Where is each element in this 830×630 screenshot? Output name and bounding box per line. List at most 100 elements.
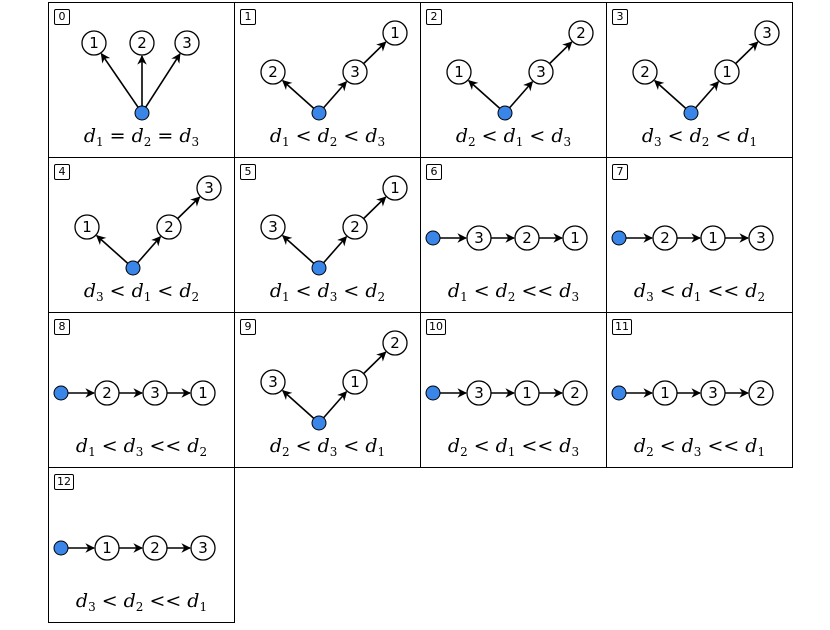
node-1: 1	[342, 369, 368, 395]
caption-operator: <<	[521, 435, 554, 457]
node-label: 2	[268, 63, 278, 81]
caption-operator: <	[343, 125, 360, 147]
panel-index-badge: 0	[54, 9, 70, 25]
caption-variable: d2	[745, 280, 766, 304]
caption-variable: d3	[83, 280, 104, 304]
edge-arrow-p9	[281, 390, 315, 419]
node-label: 3	[756, 229, 766, 247]
caption-operator: <<	[707, 435, 740, 457]
caption-operator: <	[659, 435, 676, 457]
node-label: 1	[198, 384, 208, 402]
node-3: 3	[466, 225, 492, 251]
caption-operator: =	[157, 125, 174, 147]
caption-variable: d2	[187, 435, 208, 459]
caption-variable: d1	[131, 280, 152, 304]
caption-operator: <	[343, 435, 360, 457]
caption-operator: <	[295, 280, 312, 302]
source-node	[425, 385, 441, 401]
node-circle	[700, 380, 726, 406]
node-circle	[342, 369, 368, 395]
node-circle	[190, 535, 216, 561]
node-circle	[260, 369, 286, 395]
caption-variable: d2	[455, 125, 476, 149]
node-label: 1	[102, 539, 112, 557]
panel-caption: d3<d2<d1	[607, 125, 792, 149]
node-label: 1	[722, 63, 732, 81]
node-1: 1	[74, 214, 100, 240]
node-circle	[714, 59, 740, 85]
node-2: 2	[260, 59, 286, 85]
node-2: 2	[748, 380, 774, 406]
caption-variable: d2	[131, 125, 152, 149]
caption-variable: d1	[269, 125, 290, 149]
node-circle	[260, 214, 286, 240]
node-2: 2	[382, 330, 408, 356]
node-3: 3	[342, 59, 368, 85]
node-label: 1	[660, 384, 670, 402]
caption-operator: <	[715, 125, 732, 147]
caption-operator: <	[157, 280, 174, 302]
node-circle	[562, 380, 588, 406]
node-2: 2	[568, 20, 594, 46]
node-circle	[342, 214, 368, 240]
source-node	[53, 385, 69, 401]
edge-arrow-p5	[281, 235, 315, 264]
node-circle	[81, 30, 107, 56]
source-node	[311, 415, 327, 431]
panel-caption: d2<d3<d1	[235, 435, 420, 459]
caption-variable: d3	[551, 125, 572, 149]
source-node	[53, 540, 69, 556]
caption-operator: <<	[521, 280, 554, 302]
caption-operator: <	[473, 280, 490, 302]
source-node	[311, 105, 327, 121]
panel-caption: d3<d1<d2	[49, 280, 234, 304]
edge-arrow-p3	[735, 41, 759, 65]
node-circle	[190, 380, 216, 406]
node-label: 2	[660, 229, 670, 247]
node-circle	[466, 225, 492, 251]
node-label: 3	[474, 229, 484, 247]
node-3: 3	[190, 535, 216, 561]
caption-variable: d3	[681, 435, 702, 459]
node-2: 2	[142, 535, 168, 561]
panel-graph: 1 2 3	[53, 535, 216, 561]
caption-operator: <	[109, 280, 126, 302]
caption-variable: d3	[365, 125, 386, 149]
edge-arrow-p4	[137, 236, 162, 264]
caption-variable: d1	[681, 280, 702, 304]
edge-arrow-p9	[363, 351, 387, 375]
node-label: 2	[640, 63, 650, 81]
node-circle	[94, 380, 120, 406]
node-circle	[196, 175, 222, 201]
caption-variable: d1	[365, 435, 386, 459]
caption-variable: d1	[269, 280, 290, 304]
caption-operator: <	[667, 125, 684, 147]
caption-operator: <	[659, 280, 676, 302]
edge-arrow-p5	[323, 236, 348, 264]
caption-variable: d1	[83, 125, 104, 149]
caption-variable: d2	[633, 435, 654, 459]
node-circle	[382, 20, 408, 46]
node-circle	[129, 30, 155, 56]
node-label: 3	[708, 384, 718, 402]
node-label: 2	[150, 539, 160, 557]
node-2: 2	[94, 380, 120, 406]
caption-variable: d2	[495, 280, 516, 304]
node-label: 3	[204, 179, 214, 197]
panel-caption: d1<d2<d3	[235, 125, 420, 149]
node-circle	[94, 535, 120, 561]
panel-index-badge: 3	[612, 9, 628, 25]
